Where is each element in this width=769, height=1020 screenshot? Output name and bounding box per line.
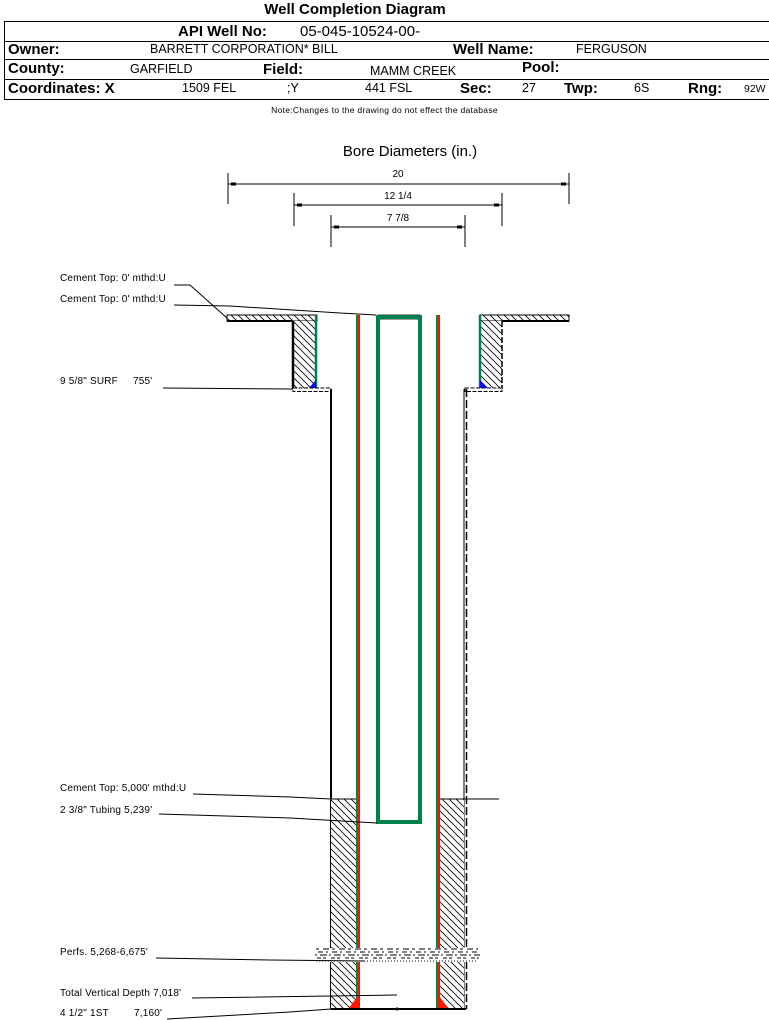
bore-dimension-label: 7 7/8 — [387, 213, 410, 224]
tubing — [376, 314, 422, 824]
bore-dimension-12-1-4: 12 1/4 — [293, 191, 503, 226]
dimension-arrow-left — [231, 182, 236, 186]
label-production-casing: 4 1/2" 1ST — [60, 1008, 109, 1019]
api-well-no-label: API Well No: — [178, 23, 267, 40]
production-shoe-right — [440, 997, 448, 1008]
surface-ledge-right — [464, 387, 503, 392]
label-perfs: Perfs. 5,268-6,675' — [60, 947, 148, 958]
production-casing — [349, 315, 448, 1008]
surface-casing-right — [464, 314, 570, 392]
production-shoe-left — [349, 997, 357, 1008]
label-cement-top-1: Cement Top: 0' mthd:U — [60, 273, 166, 284]
field-label: Field: — [263, 61, 303, 78]
county-value: GARFIELD — [130, 62, 193, 76]
label-cement-top-3: Cement Top: 5,000' mthd:U — [60, 783, 186, 794]
table-rule — [4, 99, 769, 100]
bore-dimension-7-7-8: 7 7/8 — [330, 213, 466, 247]
surface-cement-left — [293, 321, 317, 389]
owner-label: Owner: — [8, 41, 60, 58]
table-rule — [4, 79, 769, 80]
well-name-value: FERGUSON — [576, 42, 647, 56]
dimension-arrow-right — [561, 182, 566, 186]
production-cement-left — [331, 799, 357, 1008]
leader-cement-top-2 — [173, 304, 377, 316]
bore-dimension-20: 20 — [227, 169, 570, 204]
label-surface-casing-depth: 755' — [133, 376, 152, 387]
table-rule — [4, 41, 769, 42]
label-total-vertical-depth: Total Vertical Depth 7,018' — [60, 988, 181, 999]
leader-total-depth — [191, 994, 398, 999]
county-label: County: — [8, 60, 65, 77]
bore-diameters-title: Bore Diameters (in.) — [343, 143, 477, 160]
twp-value: 6S — [634, 81, 650, 95]
leader-production-casing — [166, 1008, 332, 1020]
table-rule — [4, 21, 769, 22]
rng-label: Rng: — [688, 80, 723, 97]
surface-shoe-right — [480, 380, 489, 389]
label-production-casing-depth: 7,160' — [134, 1008, 162, 1019]
coordinates-x-value: 1509 FEL — [182, 81, 237, 95]
bore-dimension-label: 12 1/4 — [384, 191, 412, 202]
dimension-arrow-left — [297, 203, 302, 207]
coordinates-y-value: 441 FSL — [365, 81, 413, 95]
coordinates-y-label: ;Y — [287, 81, 299, 95]
sec-label: Sec: — [460, 80, 492, 97]
label-surface-casing: 9 5/8" SURF — [60, 376, 118, 387]
well-name-label: Well Name: — [453, 41, 534, 58]
leader-cement-top-1 — [174, 284, 228, 319]
page-title: Well Completion Diagram — [264, 1, 446, 18]
coordinates-x-label: Coordinates: X — [8, 80, 115, 97]
table-left-border — [4, 21, 5, 99]
dimension-arrow-right — [457, 225, 462, 229]
sec-value: 27 — [522, 81, 536, 95]
dimension-arrow-left — [334, 225, 339, 229]
api-well-no-value: 05-045-10524-00- — [300, 23, 421, 40]
production-cement-right — [440, 799, 464, 1008]
leader-cement-top-3 — [192, 793, 332, 800]
leader-perfs — [155, 957, 366, 962]
database-note: Note:Changes to the drawing do not effec… — [271, 105, 498, 115]
surface-cement-right — [480, 321, 502, 389]
bore-dimension-label: 20 — [392, 169, 404, 180]
table-rule — [4, 59, 769, 60]
surface-casing-left — [226, 314, 332, 392]
perforation-zone — [314, 948, 480, 962]
leader-surface-casing — [162, 387, 294, 390]
tubing-string — [376, 315, 422, 824]
label-cement-top-2: Cement Top: 0' mthd:U — [60, 294, 166, 305]
surface-ledge-left — [292, 387, 332, 392]
leader-tubing — [158, 813, 378, 824]
twp-label: Twp: — [564, 80, 598, 97]
rng-value: 92W — [744, 83, 766, 95]
label-tubing: 2 3/8" Tubing 5,239' — [60, 805, 152, 816]
field-value: MAMM CREEK — [370, 64, 457, 78]
dimension-arrow-right — [494, 203, 499, 207]
owner-value: BARRETT CORPORATION* BILL — [150, 42, 338, 56]
surface-shoe-left — [308, 380, 316, 389]
pool-label: Pool: — [522, 59, 560, 76]
